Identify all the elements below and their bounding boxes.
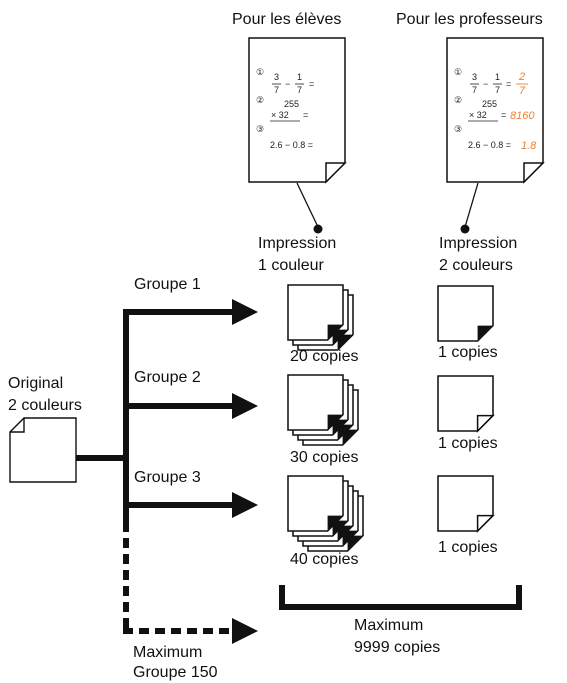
worksheet-content: ① 3 7 − 1 7 = 2 7 ② 255 × 32 = 8160 ③ 2.… (454, 67, 537, 152)
max-group-line1: Maximum (133, 644, 203, 661)
students-label: Pour les élèves (232, 11, 342, 28)
svg-text:=: = (501, 110, 506, 120)
svg-text:②: ② (454, 95, 462, 105)
svg-text:3: 3 (274, 72, 279, 82)
svg-text:−: − (285, 79, 290, 89)
student-stack-group-2 (287, 374, 359, 446)
svg-text:③: ③ (454, 124, 462, 134)
group-2-teacher-copies: 1 copies (438, 435, 498, 452)
max-copies-bracket (279, 585, 522, 610)
teacher-worksheet: ① 3 7 − 1 7 = 2 7 ② 255 × 32 = 8160 ③ 2.… (446, 37, 545, 184)
svg-text:255: 255 (284, 99, 299, 109)
svg-text:7: 7 (274, 85, 279, 95)
student-stack-group-3 (287, 475, 364, 552)
svg-text:7: 7 (495, 85, 500, 95)
svg-text:=: = (303, 110, 308, 120)
svg-text:1.8: 1.8 (521, 140, 537, 152)
svg-text:①: ① (454, 67, 462, 77)
original-document-icon (9, 417, 77, 483)
max-group-line2: Groupe 150 (133, 664, 218, 681)
print-one-color-line2: 1 couleur (258, 257, 324, 274)
svg-text:2.6 − 0.8 =: 2.6 − 0.8 = (468, 140, 511, 150)
print-two-colors-line2: 2 couleurs (439, 257, 513, 274)
svg-text:=: = (506, 79, 511, 89)
svg-text:−: − (483, 79, 488, 89)
svg-text:=: = (309, 79, 314, 89)
teacher-sheet-group-2 (437, 375, 494, 432)
teacher-sheet-group-1 (437, 285, 494, 342)
svg-text:× 32: × 32 (469, 110, 487, 120)
group-1-label: Groupe 1 (134, 276, 201, 293)
group-1-student-copies: 20 copies (290, 348, 359, 365)
teacher-pin (460, 182, 479, 234)
group-2-label: Groupe 2 (134, 369, 201, 386)
max-copies-line1: Maximum (354, 617, 424, 634)
svg-text:7: 7 (297, 85, 302, 95)
teachers-label: Pour les professeurs (396, 11, 543, 28)
worksheet-content: ① 3 7 − 1 7 = ② 255 × 32 = ③ 2.6 − 0.8 = (256, 67, 314, 150)
print-two-colors-line1: Impression (439, 235, 518, 252)
svg-text:③: ③ (256, 124, 264, 134)
original-label-line1: Original (8, 375, 64, 392)
svg-text:1: 1 (495, 72, 500, 82)
svg-text:8160: 8160 (510, 110, 535, 122)
teacher-sheet-group-3 (437, 475, 494, 532)
distribution-tree (76, 299, 258, 644)
group-3-teacher-copies: 1 copies (438, 539, 498, 556)
svg-text:2.6 − 0.8 =: 2.6 − 0.8 = (270, 140, 313, 150)
max-copies-line2: 9999 copies (354, 639, 441, 656)
group-3-student-copies: 40 copies (290, 551, 359, 568)
svg-text:× 32: × 32 (271, 110, 289, 120)
student-worksheet: ① 3 7 − 1 7 = ② 255 × 32 = ③ 2.6 − 0.8 = (248, 37, 347, 184)
svg-text:3: 3 (472, 72, 477, 82)
student-pin (296, 182, 323, 234)
svg-text:2: 2 (518, 71, 525, 83)
group-1-teacher-copies: 1 copies (438, 344, 498, 361)
original-label-line2: 2 couleurs (8, 397, 82, 414)
svg-text:1: 1 (297, 72, 302, 82)
print-one-color-line1: Impression (258, 235, 337, 252)
group-2-student-copies: 30 copies (290, 449, 359, 466)
student-stack-group-1 (287, 284, 354, 351)
svg-text:①: ① (256, 67, 264, 77)
svg-text:②: ② (256, 95, 264, 105)
svg-text:7: 7 (519, 85, 526, 97)
group-3-label: Groupe 3 (134, 469, 201, 486)
svg-text:7: 7 (472, 85, 477, 95)
svg-text:255: 255 (482, 99, 497, 109)
